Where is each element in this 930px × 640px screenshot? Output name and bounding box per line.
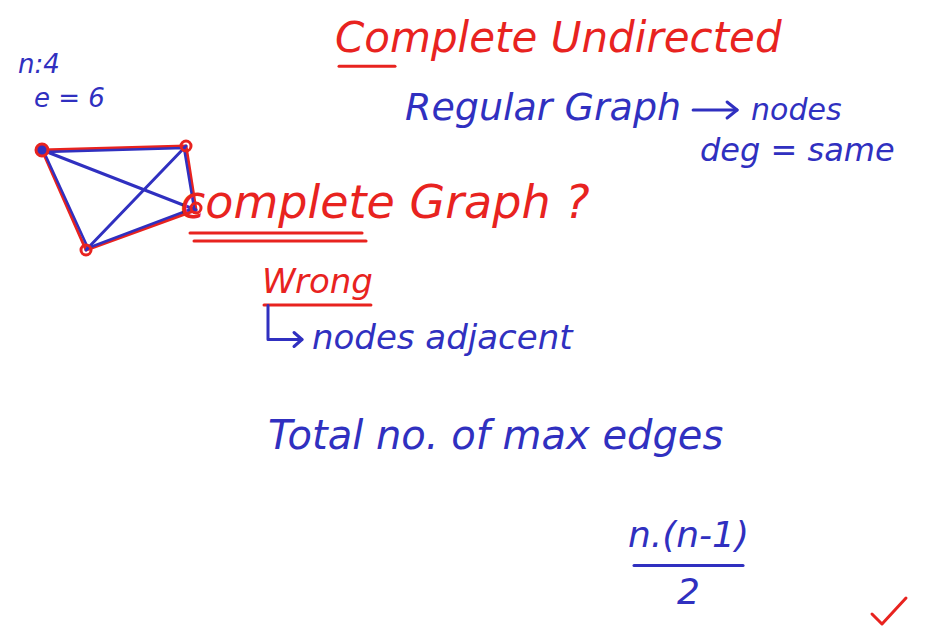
underline xyxy=(339,65,395,68)
underline xyxy=(194,239,366,242)
underline xyxy=(264,304,371,307)
arrow-line xyxy=(693,109,737,112)
node-count: n:4 xyxy=(18,50,60,80)
arrow-head xyxy=(727,102,737,118)
check-mark xyxy=(872,598,906,624)
arrow-head xyxy=(294,333,302,347)
verdict-text: Wrong xyxy=(262,262,373,301)
underline xyxy=(190,231,362,234)
formula-numerator: n.(n-1) xyxy=(628,514,749,555)
note-text: nodes xyxy=(751,93,842,128)
note-text: deg = same xyxy=(700,132,895,169)
edge-count: e = 6 xyxy=(34,84,105,114)
k4-graph-sketch xyxy=(36,141,201,255)
note-text: nodes adjacent xyxy=(312,318,573,357)
formula-denominator: 2 xyxy=(677,571,700,612)
formula-text: Total no. of max edges xyxy=(268,412,723,458)
fraction-bar xyxy=(634,564,743,567)
question-text: complete Graph ? xyxy=(180,176,590,229)
note-text: Regular Graph xyxy=(405,86,681,130)
heading: Complete Undirected xyxy=(335,14,782,62)
